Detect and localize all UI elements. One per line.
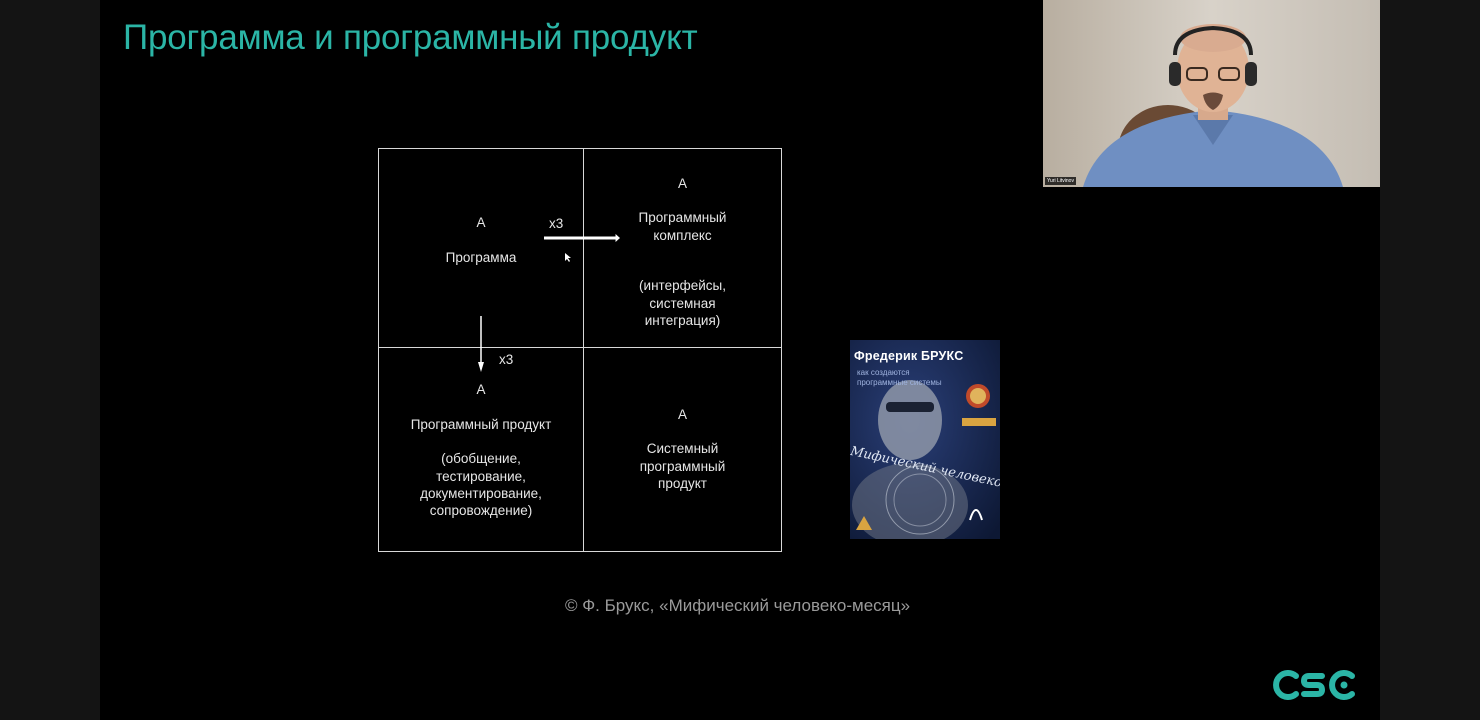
cell-program-complex: A Программный комплекс (интерфейсы, сист… xyxy=(583,148,782,348)
cell-title: Программный продукт xyxy=(410,417,552,432)
cell-program-product: A Программный продукт (обобщение, тестир… xyxy=(378,347,584,552)
arrow-down-label: x3 xyxy=(499,352,514,367)
cell-title: Программа xyxy=(445,250,517,265)
cell-note-line: тестирование, xyxy=(436,469,526,484)
brooks-diagram: A Программа A Программный комплекс (инте… xyxy=(378,148,782,552)
cell-title-line: Системный xyxy=(646,441,719,456)
cell-letter: A xyxy=(677,407,687,422)
arrow-right-label: x3 xyxy=(549,216,564,231)
arrow-right-icon xyxy=(544,234,620,242)
mouse-cursor-icon xyxy=(565,253,571,262)
participant-name-label: Yuri Litvinov xyxy=(1045,177,1076,185)
cell-letter: A xyxy=(677,176,687,191)
cell-note-line: интеграция) xyxy=(644,313,721,328)
book-cover-art xyxy=(850,340,1000,539)
cell-system-program-product: A Системный программный продукт xyxy=(583,347,782,552)
book-cover-image: Фредерик БРУКС как создаются программные… xyxy=(850,340,1000,539)
participant-video-frame xyxy=(1043,0,1380,187)
cell-title-line: Программный xyxy=(638,210,727,225)
cell-note-line: системная xyxy=(649,296,716,311)
cell-title-line: программный xyxy=(639,459,726,474)
arrow-down-icon xyxy=(478,316,484,372)
cell-note-line: (обобщение, xyxy=(441,451,521,466)
book-subtitle-line: как создаются xyxy=(857,368,910,377)
cell-title-line: продукт xyxy=(658,476,707,491)
cell-note-line: (интерфейсы, xyxy=(639,278,726,293)
book-subtitle-line: программные системы xyxy=(857,378,942,387)
csc-logo xyxy=(1273,670,1355,700)
cell-title-line: комплекс xyxy=(653,228,712,243)
participant-video-tile[interactable]: Yuri Litvinov xyxy=(1043,0,1380,187)
book-author: Фредерик БРУКС xyxy=(854,349,964,363)
cell-letter: A xyxy=(476,382,486,397)
slide-caption: © Ф. Брукс, «Мифический человеко-месяц» xyxy=(565,596,911,615)
cell-note-line: сопровождение) xyxy=(429,503,533,518)
cell-letter: A xyxy=(476,215,486,230)
slide-title: Программа и программный продукт xyxy=(123,18,698,57)
cell-note-line: документирование, xyxy=(420,486,542,501)
